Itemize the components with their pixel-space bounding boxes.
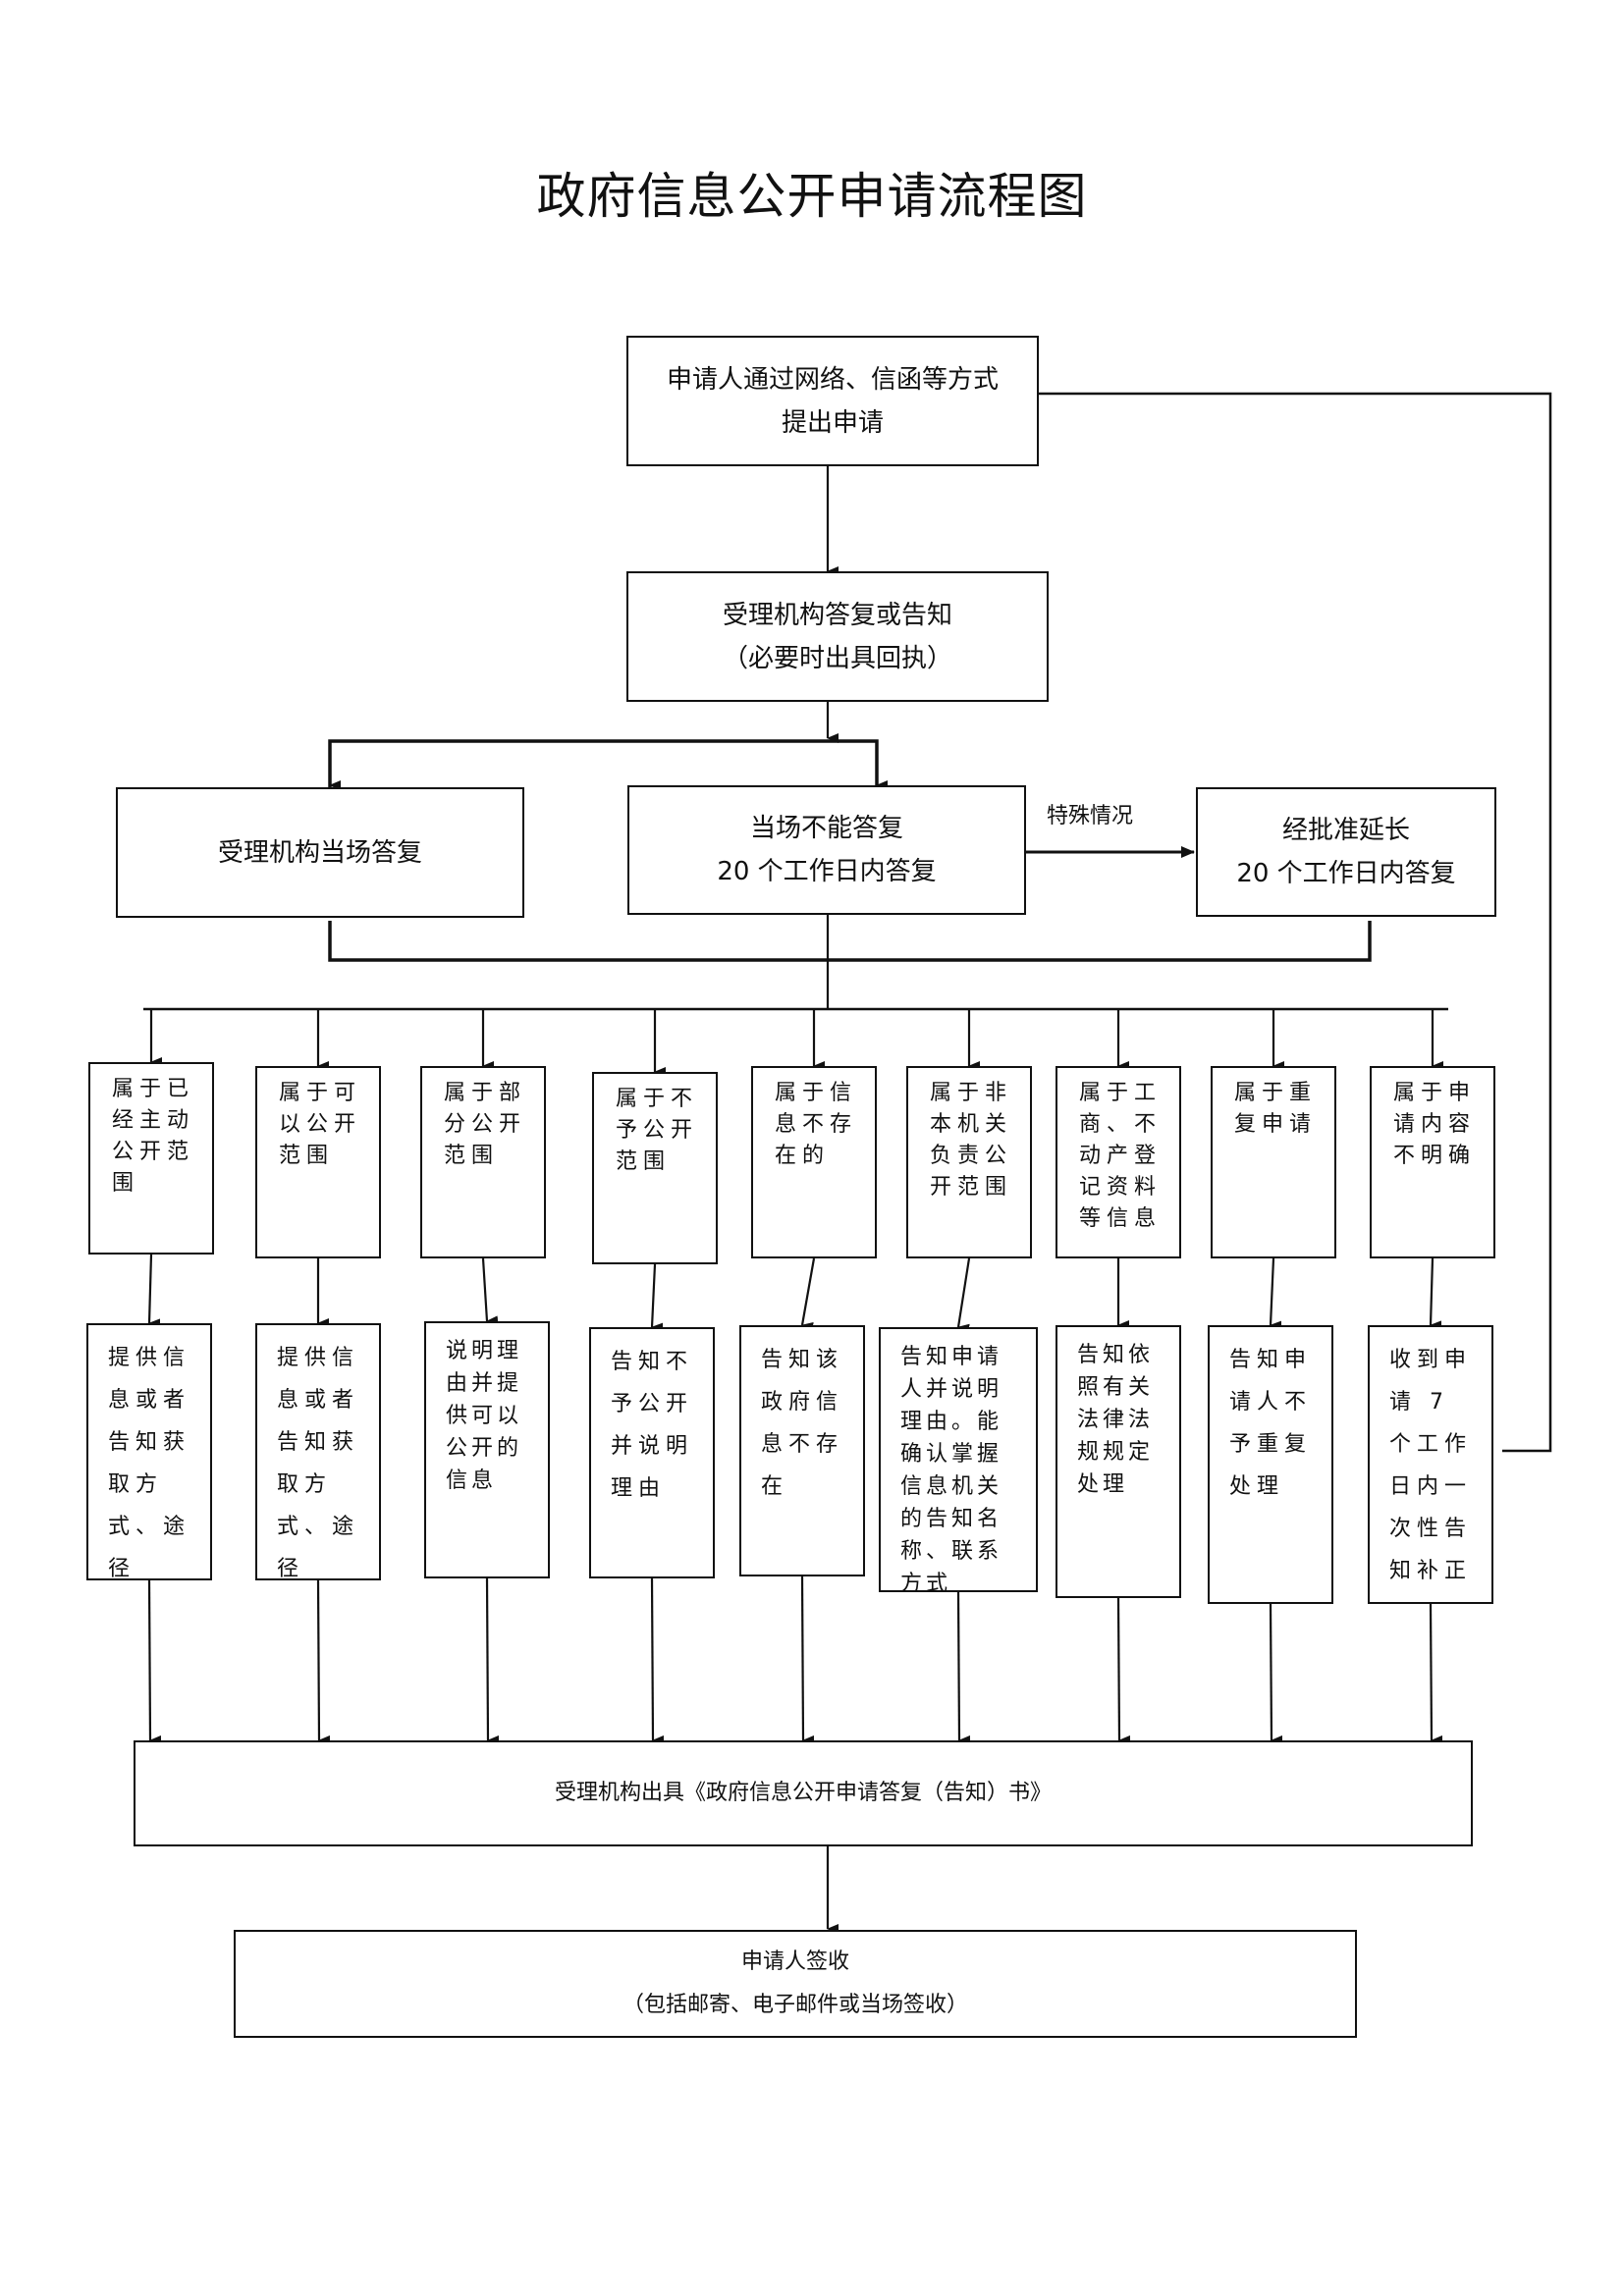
arrow-to-issue	[800, 1575, 815, 1745]
arrow-to-issue	[316, 1579, 331, 1745]
onsite-text: 受理机构当场答复	[217, 837, 422, 868]
result-text: 提供信息或者告知获取方式、途径	[108, 1346, 191, 1581]
extended-line1: 经批准延长	[1281, 816, 1410, 845]
arrow-to-issue	[1269, 1603, 1283, 1745]
arrow-to-issue	[1116, 1597, 1131, 1745]
accept-box: 受理机构答复或告知 （必要时出具回执）	[626, 571, 1049, 702]
result-box: 告知申请人并说明理由。能确认掌握信息机关的告知名称、联系方式	[879, 1327, 1038, 1596]
category-text: 属于可以公开范围	[279, 1081, 362, 1168]
result-box: 提供信息或者告知获取方式、途径	[86, 1323, 212, 1581]
arrow-to-result	[147, 1254, 161, 1329]
result-text: 收到申请 7 个工作日内一次性告知补正	[1389, 1348, 1473, 1583]
special-case-label: 特殊情况	[1047, 804, 1134, 828]
result-box: 告知申请人不予重复处理	[1208, 1325, 1333, 1604]
sign-line2: （包括邮寄、电子邮件或当场签收）	[622, 1993, 968, 2017]
arrow-to-result	[1269, 1257, 1282, 1331]
category-text: 属于部分公开范围	[444, 1081, 527, 1168]
category-box: 属于申请内容不明确	[1370, 1066, 1495, 1258]
arrow-to-issue	[485, 1577, 500, 1745]
arrow-to-result	[1429, 1257, 1442, 1331]
not-onsite-line2: 20 个工作日内答复	[717, 857, 937, 886]
result-text: 说明理由并提供可以公开的信息	[446, 1339, 523, 1493]
result-text: 告知不予公开并说明理由	[611, 1350, 694, 1501]
result-text: 告知申请人并说明理由。能确认掌握信息机关的告知名称、联系方式	[900, 1345, 1003, 1596]
result-box: 收到申请 7 个工作日内一次性告知补正	[1368, 1325, 1493, 1604]
category-box: 属于重复申请	[1211, 1066, 1336, 1258]
split-bar	[328, 739, 879, 787]
category-box: 属于可以公开范围	[255, 1066, 381, 1258]
issue-box: 受理机构出具《政府信息公开申请答复（告知）书》	[134, 1740, 1473, 1846]
result-text: 告知申请人不予重复处理	[1229, 1348, 1313, 1499]
arrow-to-issue	[147, 1579, 162, 1745]
category-text: 属于非本机关负责公开范围	[930, 1081, 1013, 1200]
sign-box: 申请人签收 （包括邮寄、电子邮件或当场签收）	[234, 1930, 1357, 2038]
category-text: 属于已经主动公开范围	[112, 1077, 195, 1196]
issue-text: 受理机构出具《政府信息公开申请答复（告知）书》	[554, 1781, 1052, 1805]
arrow-to-issue	[956, 1591, 971, 1745]
extended-line2: 20 个工作日内答复	[1236, 859, 1456, 888]
category-text: 属于工商、不动产登记资料等信息	[1079, 1081, 1163, 1231]
feedback-line	[1039, 392, 1552, 1453]
result-box: 告知依照有关法律法规规定处理	[1056, 1325, 1181, 1598]
arrow-to-result	[956, 1257, 971, 1334]
merge-bar	[328, 921, 1372, 962]
category-box: 属于非本机关负责公开范围	[906, 1066, 1032, 1258]
accept-line2: （必要时出具回执）	[722, 643, 952, 673]
category-box: 属于部分公开范围	[420, 1066, 546, 1258]
category-text: 属于申请内容不明确	[1393, 1081, 1477, 1168]
extended-box: 经批准延长 20 个工作日内答复	[1196, 787, 1496, 917]
category-text: 属于不予公开范围	[616, 1087, 699, 1174]
category-text: 属于重复申请	[1234, 1081, 1318, 1137]
apply-line2: 提出申请	[781, 407, 884, 438]
page-title: 政府信息公开申请流程图	[536, 168, 1088, 225]
result-text: 提供信息或者告知获取方式、途径	[277, 1346, 360, 1581]
category-box: 属于已经主动公开范围	[88, 1062, 214, 1255]
arrow-to-result	[800, 1257, 816, 1332]
result-text: 告知依照有关法律法规规定处理	[1077, 1343, 1155, 1497]
arrow-to-issue	[650, 1577, 665, 1745]
result-box: 告知不予公开并说明理由	[589, 1327, 715, 1578]
result-box: 提供信息或者告知获取方式、途径	[255, 1323, 381, 1581]
result-text: 告知该政府信息不存在	[761, 1348, 844, 1499]
onsite-box: 受理机构当场答复	[116, 787, 524, 918]
result-box: 告知该政府信息不存在	[739, 1325, 865, 1576]
not-onsite-box: 当场不能答复 20 个工作日内答复	[627, 785, 1026, 915]
category-text: 属于信息不存在的	[775, 1081, 858, 1168]
arrow-to-result	[481, 1257, 499, 1326]
category-box: 属于工商、不动产登记资料等信息	[1056, 1066, 1181, 1258]
accept-line1: 受理机构答复或告知	[722, 600, 952, 630]
result-box: 说明理由并提供可以公开的信息	[424, 1321, 550, 1578]
arrow-to-result	[650, 1263, 664, 1333]
not-onsite-line1: 当场不能答复	[749, 814, 903, 843]
arrow-to-issue	[1429, 1603, 1443, 1745]
apply-line1: 申请人通过网络、信函等方式	[666, 364, 999, 395]
sign-line1: 申请人签收	[740, 1949, 849, 1974]
category-box: 属于不予公开范围	[592, 1072, 718, 1264]
category-box: 属于信息不存在的	[751, 1066, 877, 1258]
apply-box: 申请人通过网络、信函等方式 提出申请	[626, 336, 1039, 466]
